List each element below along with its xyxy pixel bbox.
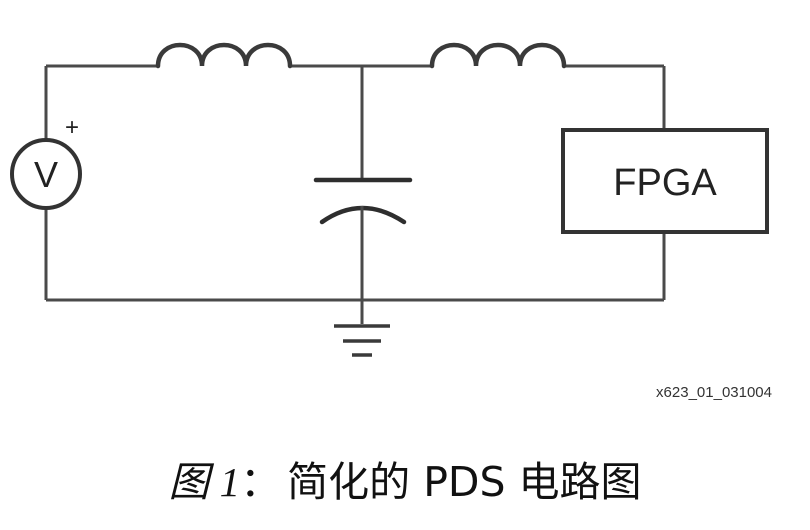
fpga-label: FPGA: [613, 162, 717, 204]
caption-separator: ：: [240, 458, 282, 506]
inductor-2: [429, 42, 567, 69]
polarity-plus-label: +: [65, 114, 79, 141]
pds-circuit-diagram: V + FPGA x623_01_031004: [10, 42, 772, 401]
figure-number: 图 1: [168, 459, 241, 505]
voltage-source: V: [10, 138, 82, 210]
fpga-block: [561, 128, 769, 234]
ground-symbol: [334, 324, 390, 357]
voltage-source-circle: [10, 138, 82, 210]
figure-caption: 图 1：简化的 PDS 电路图: [0, 448, 810, 508]
voltage-source-label: V: [34, 154, 58, 195]
caption-title: 简化的 PDS 电路图: [287, 458, 642, 506]
inductor-1: [155, 42, 293, 69]
figure-id: x623_01_031004: [656, 384, 772, 401]
